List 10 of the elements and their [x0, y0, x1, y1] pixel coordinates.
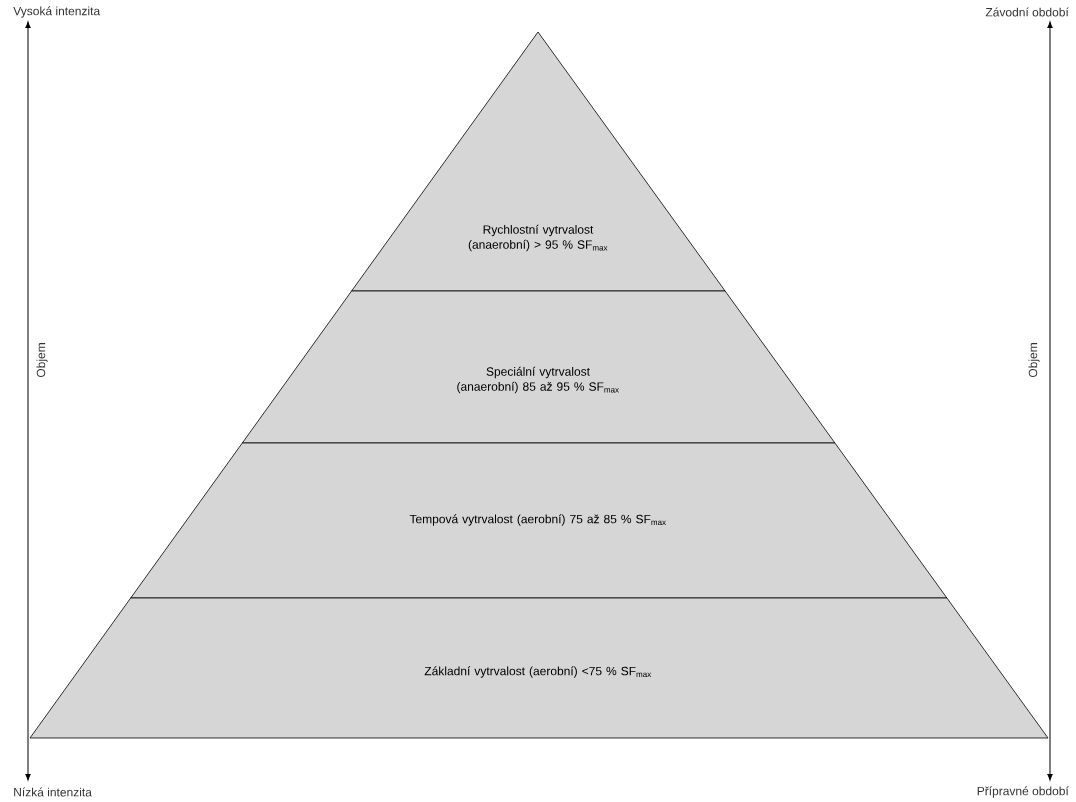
axis-label: Nízká intenzita: [14, 787, 92, 797]
pyramid-band: Základní vytrvalost (aerobní) <75 % SF$_{max}$: [29, 597, 1049, 739]
pyramid-band: Speciální vytrvalost (anaerobní) 85 až 95 % SF$_{max}$: [241, 290, 836, 444]
axis-label: Vysoká intenzita: [13, 6, 101, 18]
axis-label: Objem: [1028, 343, 1040, 378]
axis-label: Přípravné období: [977, 786, 1069, 798]
pyramid-band: Tempová vytrvalost (aerobní) 75 až 85 % SF$_{max}$: [130, 442, 948, 599]
pyramid-apex: Rychlostní vytrvalost (anaerobní) > 95 % SF$_{max}$: [351, 31, 726, 292]
axis-label: Objem: [36, 343, 48, 378]
axis-label: Závodní období: [985, 7, 1069, 17]
